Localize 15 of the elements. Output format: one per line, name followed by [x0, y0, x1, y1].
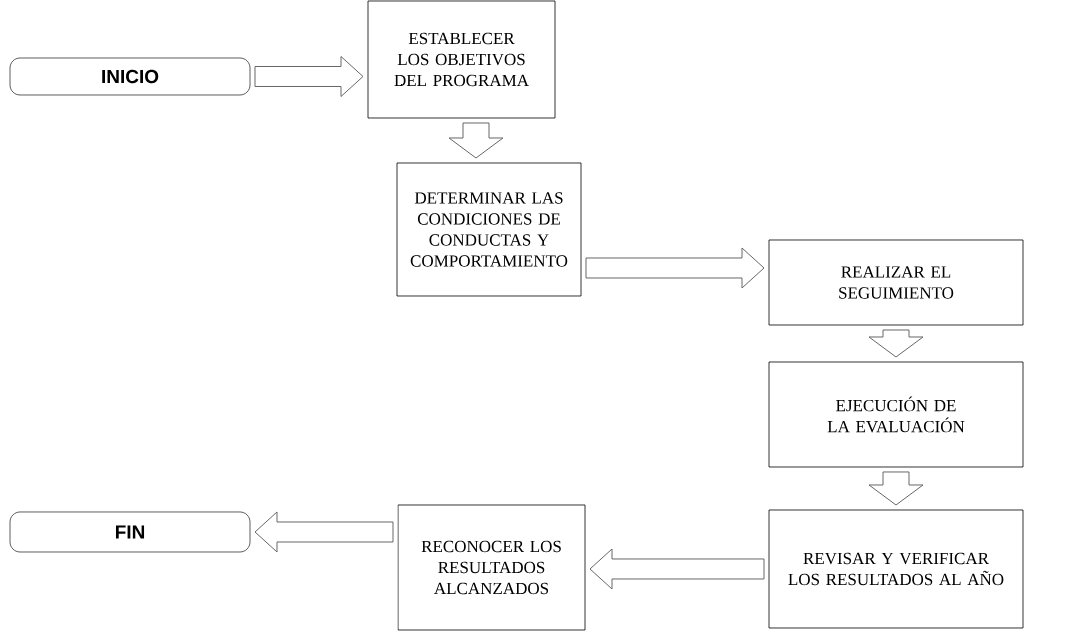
block-arrow	[585, 247, 765, 289]
process-box: RECONOCER LOS RESULTADOS ALCANZADOS	[397, 504, 586, 631]
block-arrow	[448, 122, 504, 159]
block-arrow	[868, 329, 924, 358]
block-arrow	[254, 511, 394, 553]
process-box: ESTABLECER LOS OBJETIVOS DEL PROGRAMA	[367, 0, 556, 119]
terminal-box: FIN	[9, 511, 251, 553]
process-box: REVISAR Y VERIFICAR LOS RESULTADOS AL AÑO	[768, 509, 1024, 629]
block-arrow	[589, 548, 765, 590]
terminal-box: INICIO	[9, 57, 251, 96]
block-arrow	[254, 56, 364, 97]
process-box: EJECUCIÓN DE LA EVALUACIÓN	[768, 361, 1024, 468]
process-box: REALIZAR EL SEGUIMIENTO	[768, 239, 1024, 326]
process-box: DETERMINAR LAS CONDICIONES DE CONDUCTAS Y COMPORTAMIENTO	[396, 162, 582, 297]
block-arrow	[868, 471, 924, 506]
